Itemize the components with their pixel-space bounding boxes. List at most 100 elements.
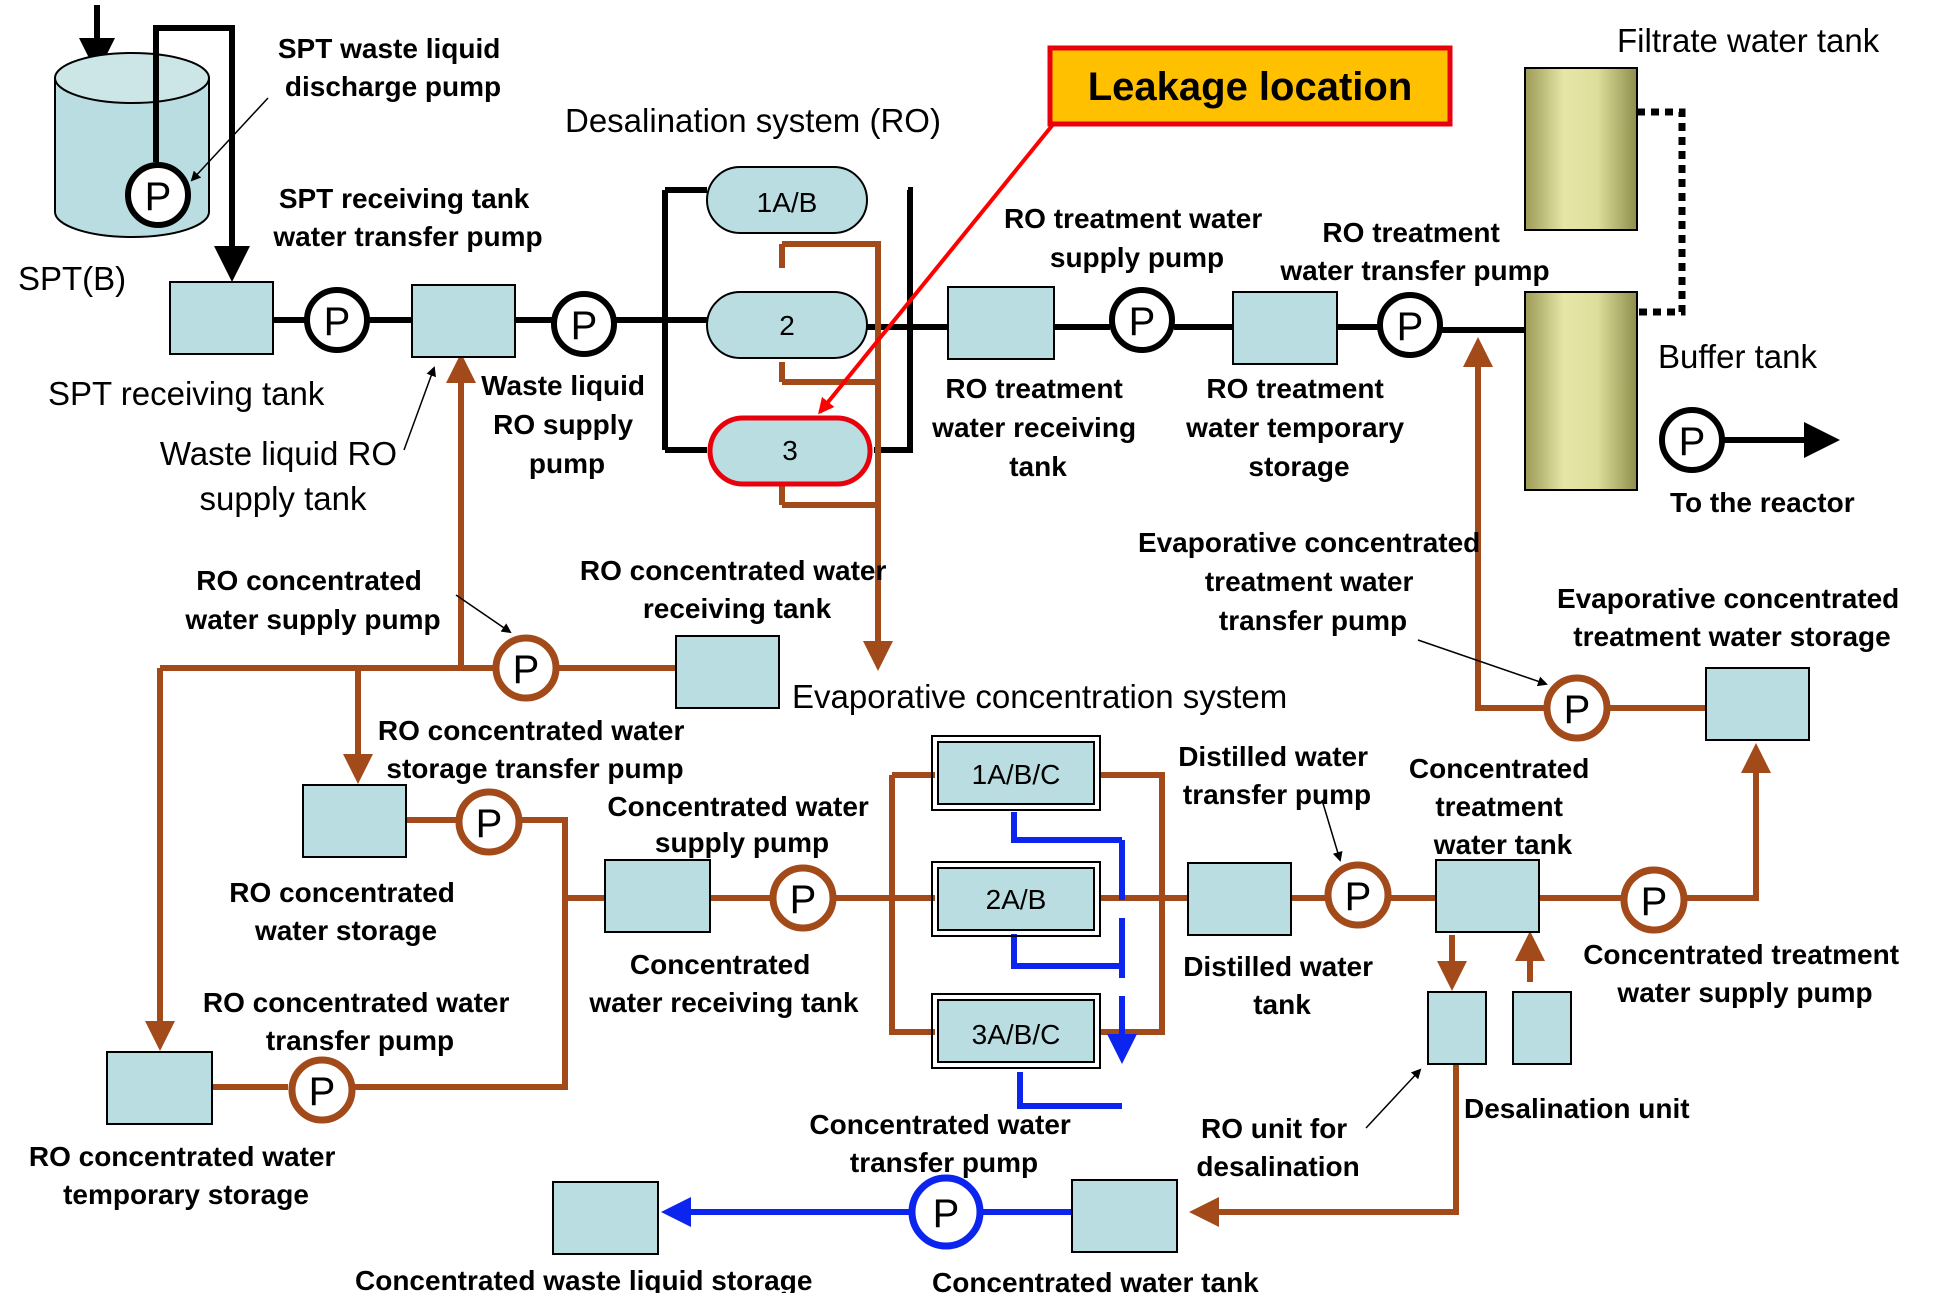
ro-units: 1A/B 2 3: [706, 166, 873, 487]
distilled-transfer-pump-icon: P: [1324, 861, 1392, 929]
svg-text:P: P: [933, 1192, 960, 1236]
distilled-transfer-pump-label: Distilled water transfer pump: [1178, 741, 1376, 810]
svg-text:P: P: [790, 878, 817, 922]
pumps: P P P P P P P P P P P P P P: [125, 162, 1725, 1250]
evap-unit-2ab-label: 2A/B: [986, 884, 1047, 915]
ro-treatment-receiving-tank: [947, 286, 1055, 360]
svg-text:P: P: [1345, 875, 1372, 919]
concentrated-treatment-tank-label: Concentrated treatment water tank: [1409, 753, 1597, 860]
svg-text:P: P: [571, 304, 598, 348]
spt-discharge-pump-icon: P: [125, 162, 191, 228]
svg-text:P: P: [324, 300, 351, 344]
waste-ro-supply-pump-icon: P: [551, 291, 617, 357]
evap-unit-2ab: [937, 867, 1095, 931]
ro-unit-2-label: 2: [779, 310, 795, 341]
waste-ro-supply-tank-label: Waste liquid RO supply tank: [160, 435, 406, 517]
svg-text:P: P: [145, 175, 172, 219]
ro-concentrated-temp-storage-label: RO concentrated water temporary storage: [29, 1141, 343, 1210]
concentrated-treatment-supply-pump-label: Concentrated treatment water supply pump: [1583, 939, 1907, 1008]
ro-treatment-transfer-pump-icon: P: [1377, 292, 1443, 358]
svg-text:P: P: [1679, 420, 1706, 464]
concentrated-transfer-pump-label: Concentrated water transfer pump: [809, 1109, 1078, 1178]
ro-treatment-supply-pump-icon: P: [1109, 287, 1175, 353]
svg-text:P: P: [1397, 305, 1424, 349]
concentrated-transfer-pump-icon: P: [908, 1174, 984, 1250]
ro-treatment-receiving-tank-label: RO treatment water receiving tank: [931, 373, 1144, 482]
ro-concentrated-supply-pump-icon: P: [492, 634, 560, 702]
concentrated-treatment-tank: [1435, 859, 1540, 933]
blue-piping: [661, 812, 1137, 1227]
ro-concentrated-receiving-tank-label: RO concentrated water receiving tank: [580, 555, 894, 624]
concentrated-waste-storage-tank: [552, 1181, 659, 1255]
ro-treatment-transfer-pump-label: RO treatment water transfer pump: [1279, 217, 1549, 286]
tanks: [106, 67, 1810, 1255]
filtrate-water-tank: [1524, 67, 1638, 231]
ro-concentrated-transfer-pump-label: RO concentrated water transfer pump: [203, 987, 517, 1056]
waste-ro-supply-tank: [411, 284, 516, 358]
ro-unit-desalination-b: [1512, 991, 1572, 1065]
spt-discharge-pump-label: SPT waste liquid discharge pump: [278, 33, 508, 102]
leakage-box: [1047, 45, 1453, 127]
waste-ro-supply-pump-label: Waste liquid RO supply pump: [481, 370, 653, 479]
spt-receiving-transfer-pump-label: SPT receiving tank water transfer pump: [272, 183, 542, 252]
ro-concentrated-receiving-tank: [675, 635, 780, 709]
evap-concentrated-storage-tank: [1705, 667, 1810, 741]
buffer-tank-label: Buffer tank: [1658, 338, 1817, 375]
spt-receiving-transfer-pump-icon: P: [304, 287, 370, 353]
labels: SPT(B) SPT waste liquid discharge pump S…: [18, 22, 1907, 1293]
evap-unit-3abc: [937, 999, 1095, 1063]
ro-treatment-supply-pump-label: RO treatment water supply pump: [1004, 203, 1270, 273]
svg-text:P: P: [1129, 300, 1156, 344]
ro-treatment-temp-storage-tank: [1232, 291, 1338, 365]
concentrated-water-tank-label: Concentrated water tank: [932, 1267, 1259, 1293]
distilled-tank-label: Distilled water tank: [1183, 951, 1381, 1020]
svg-text:P: P: [309, 1070, 336, 1114]
svg-text:P: P: [513, 648, 540, 692]
ro-concentrated-supply-pump-label: RO concentrated water supply pump: [184, 565, 440, 635]
concentrated-supply-pump-label: Concentrated water supply pump: [607, 791, 876, 858]
svg-text:P: P: [1564, 688, 1591, 732]
ro-concentrated-storage-transfer-pump-icon: P: [455, 788, 523, 856]
ro-treatment-temp-storage-label: RO treatment water temporary storage: [1185, 373, 1412, 482]
evap-concentrated-transfer-pump-icon: P: [1543, 674, 1611, 742]
evap-units: 1A/B/C 2A/B 3A/B/C: [931, 735, 1101, 1069]
leakage-callout: Leakage location: [818, 45, 1453, 415]
evap-concentrated-storage-label: Evaporative concentrated treatment water…: [1557, 583, 1907, 652]
evap-unit-1abc-label: 1A/B/C: [972, 759, 1061, 790]
ro-concentrated-transfer-pump-icon: P: [288, 1056, 356, 1124]
ro-unit-1ab-label: 1A/B: [757, 187, 818, 218]
concentrated-waste-storage-label: Concentrated waste liquid storage: [355, 1265, 812, 1293]
ro-unit-3-leak: [707, 415, 873, 487]
evap-concentrated-transfer-pump-label: Evaporative concentrated treatment water…: [1138, 527, 1488, 636]
pointer-arrows: [190, 97, 1548, 1129]
spt-receiving-tank-label: SPT receiving tank: [48, 375, 325, 412]
brown-piping: [145, 241, 1771, 1227]
buffer-to-reactor-pump-icon: P: [1659, 407, 1725, 473]
spt-receiving-tank: [169, 281, 274, 355]
evap-unit-3abc-label: 3A/B/C: [972, 1019, 1061, 1050]
concentrated-treatment-supply-pump-icon: P: [1620, 866, 1688, 934]
ro-concentrated-temp-storage-tank: [106, 1051, 213, 1125]
to-reactor-label: To the reactor: [1670, 487, 1855, 518]
concentrated-receiving-tank: [604, 859, 711, 933]
desalination-unit-label: Desalination unit: [1464, 1093, 1690, 1124]
ro-unit-desalination-a: [1427, 991, 1487, 1065]
ro-system-title: Desalination system (RO): [565, 102, 941, 139]
ro-concentrated-storage-label: RO concentrated water storage: [229, 877, 462, 946]
leakage-arrow: [818, 120, 1057, 415]
filtrate-buffer-link: [1637, 108, 1686, 316]
spt-b-label: SPT(B): [18, 260, 126, 297]
leakage-text: Leakage location: [1088, 65, 1413, 109]
ro-concentrated-storage-transfer-pump-label: RO concentrated water storage transfer p…: [378, 715, 692, 784]
ro-unit-2: [706, 291, 868, 359]
evap-system-title: Evaporative concentration system: [792, 678, 1287, 715]
svg-text:P: P: [476, 802, 503, 846]
buffer-tank: [1524, 291, 1638, 491]
ro-unit-desalination-label: RO unit for desalination: [1196, 1113, 1359, 1182]
filtrate-tank-label: Filtrate water tank: [1617, 22, 1880, 59]
ro-unit-1ab: [706, 166, 868, 234]
svg-text:P: P: [1641, 880, 1668, 924]
concentrated-receiving-tank-label: Concentrated water receiving tank: [588, 949, 859, 1018]
distilled-water-tank: [1187, 862, 1292, 936]
